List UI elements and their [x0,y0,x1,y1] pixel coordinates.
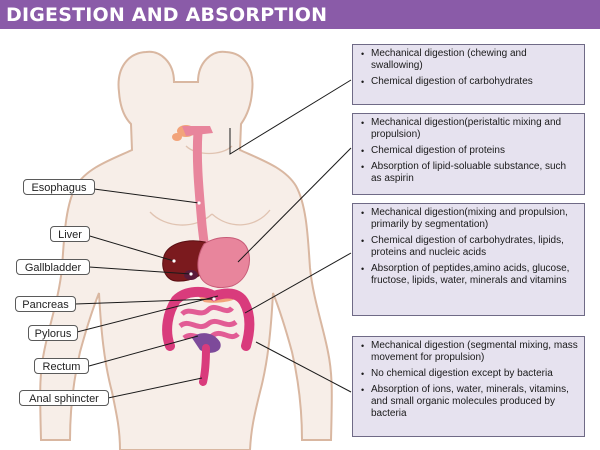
label-pancreas: Pancreas [15,296,76,312]
info-item: Absorption of lipid-soluable substance, … [359,161,578,185]
diagram-title: DIGESTION AND ABSORPTION [6,4,328,26]
title-bar: DIGESTION AND ABSORPTION [0,0,600,29]
info-item: Mechanical digestion(peristaltic mixing … [359,117,578,141]
label-esophagus: Esophagus [23,179,95,195]
leader-dot [212,297,216,301]
info-box-stomach: Mechanical digestion(peristaltic mixing … [352,113,585,195]
info-item: Mechanical digestion (segmental mixing, … [359,340,578,364]
leader-dot [189,272,193,276]
label-liver: Liver [50,226,90,242]
label-rectum: Rectum [34,358,89,374]
leader-dot [172,259,176,263]
label-pylorus: Pylorus [28,325,78,341]
info-item: No chemical digestion except by bacteria [359,368,578,380]
label-anal-sphincter: Anal sphincter [19,390,109,406]
leader-dot [197,201,201,205]
info-item: Chemical digestion of carbohydrates [359,76,578,88]
info-item: Chemical digestion of proteins [359,145,578,157]
info-box-mouth: Mechanical digestion (chewing and swallo… [352,44,585,105]
leader-lines [74,79,352,399]
muscle-lines [149,145,271,226]
large-intestine [162,286,255,351]
colon-lower [192,333,221,353]
info-box-small-intestine: Mechanical digestion(mixing and propulsi… [352,203,585,316]
info-item: Absorption of peptides,amino acids, gluc… [359,263,578,287]
stomach-organ [197,237,250,289]
info-item: Mechanical digestion(mixing and propulsi… [359,207,578,231]
info-item: Chemical digestion of carbohydrates, lip… [359,235,578,259]
rectum-organ [199,344,210,386]
info-box-large-intestine: Mechanical digestion (segmental mixing, … [352,336,585,437]
info-item: Absorption of ions, water, minerals, vit… [359,384,578,420]
info-item: Mechanical digestion (chewing and swallo… [359,48,578,72]
label-gallbladder: Gallbladder [16,259,90,275]
